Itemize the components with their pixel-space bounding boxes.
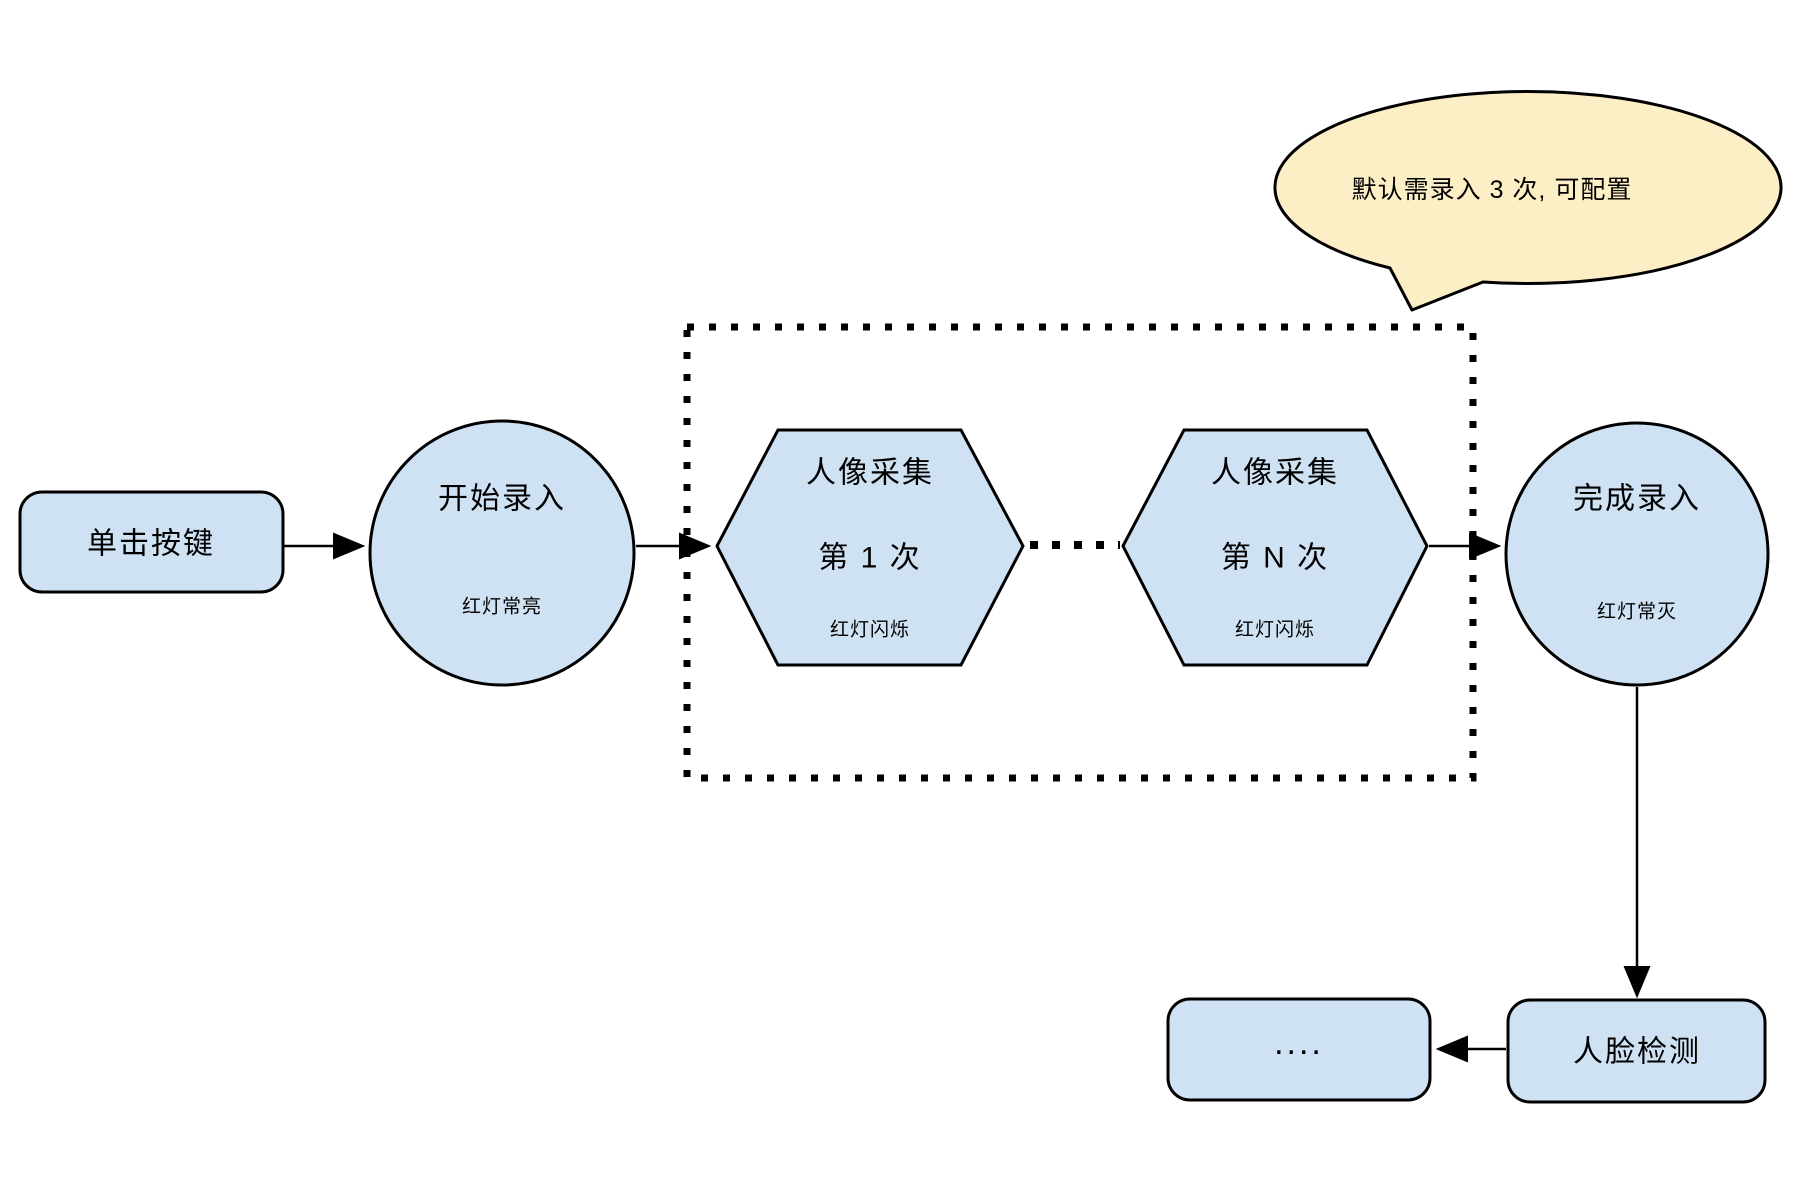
node-label: 开始录入 (438, 483, 566, 516)
node-finish-enroll: 完成录入 红灯常灭 (1504, 421, 1770, 687)
finish-enroll-shape (1504, 421, 1770, 687)
node-status: 红灯常亮 (462, 596, 542, 618)
node-sequence: 第 1 次 (818, 542, 921, 575)
node-capture-nth: 人像采集 第 N 次 红灯闪烁 (1121, 428, 1429, 667)
capture-nth-shape (1121, 428, 1429, 667)
node-status: 红灯常灭 (1597, 601, 1677, 623)
face-detect-shape (1506, 998, 1767, 1104)
callout-bubble-shape (1273, 90, 1783, 312)
node-more-steps: .... (1166, 997, 1432, 1102)
node-label: 完成录入 (1573, 483, 1701, 516)
callout-enroll-count: 默认需录入 3 次, 可配置 (1273, 90, 1783, 312)
node-label: 人像采集 (1211, 457, 1339, 490)
node-label: .... (1274, 1024, 1324, 1062)
node-label: 人像采集 (806, 457, 934, 490)
node-start-enroll: 开始录入 红灯常亮 (368, 419, 636, 687)
node-face-detect: 人脸检测 (1506, 998, 1767, 1104)
start-button-shape (18, 490, 285, 594)
node-status: 红灯闪烁 (830, 619, 910, 641)
capture-first-shape (715, 428, 1025, 667)
node-capture-first: 人像采集 第 1 次 红灯闪烁 (715, 428, 1025, 667)
node-sequence: 第 N 次 (1221, 542, 1329, 575)
node-label: 单击按键 (87, 528, 215, 561)
start-enroll-shape (368, 419, 636, 687)
node-status: 红灯闪烁 (1235, 619, 1315, 641)
node-label: 人脸检测 (1573, 1036, 1701, 1069)
callout-text: 默认需录入 3 次, 可配置 (1352, 176, 1633, 204)
more-steps-shape (1166, 997, 1432, 1102)
node-start-button: 单击按键 (18, 490, 285, 594)
